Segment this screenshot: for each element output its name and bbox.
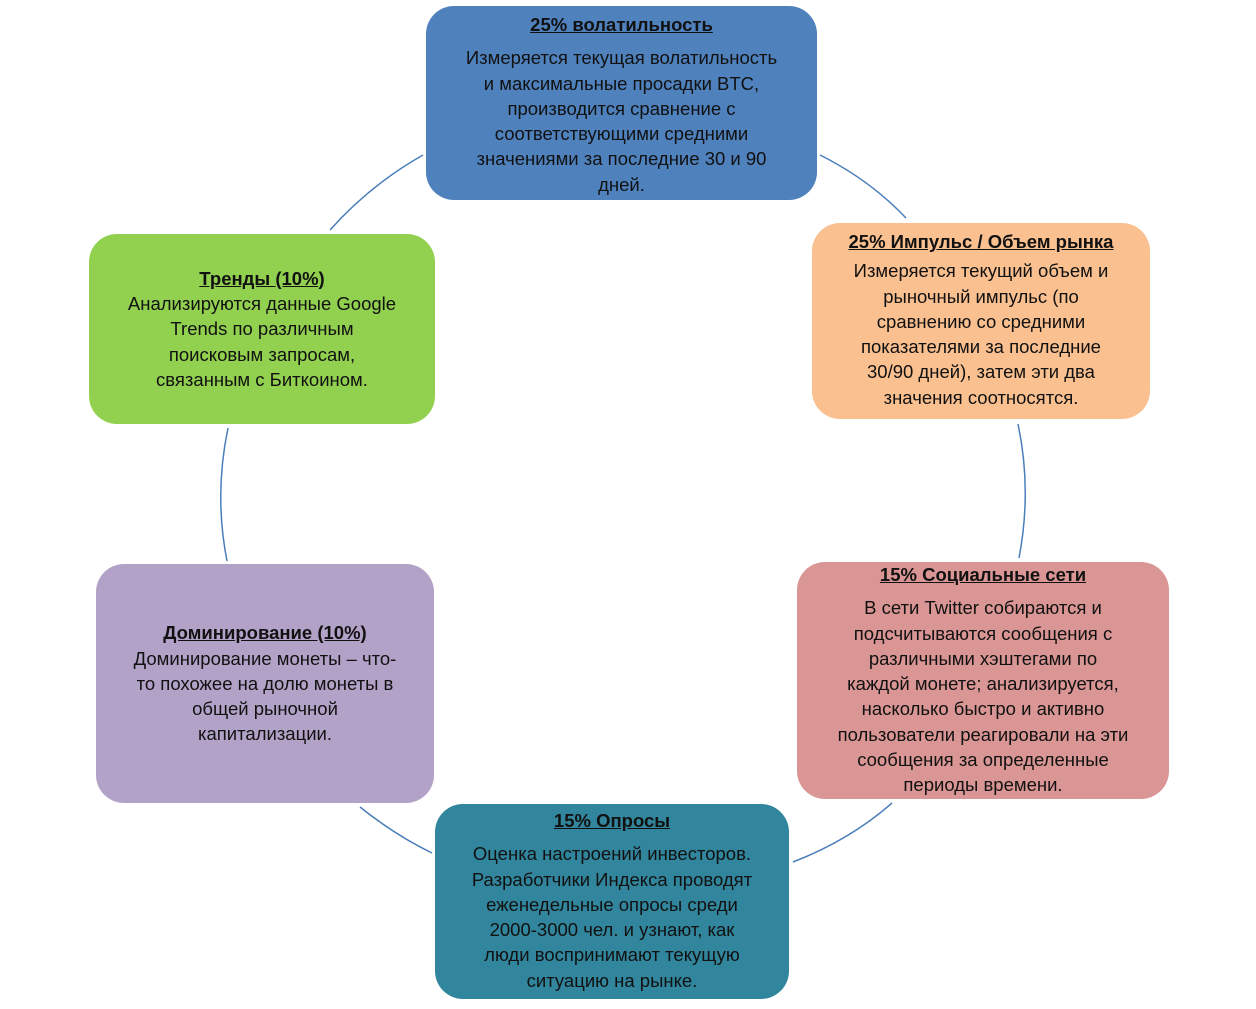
connector-top-right (819, 154, 907, 219)
node-text: Оценка настроений инвесторов. Разработчи… (471, 843, 753, 991)
node-text: В сети Twitter собираются и подсчитывают… (837, 597, 1129, 796)
connector-top-left (329, 154, 424, 231)
node-volatility: 25% волатильность Измеряется текущая вол… (426, 6, 817, 200)
connector-bottom-right (792, 802, 893, 863)
node-title: 25% волатильность (530, 14, 713, 35)
node-social-media: 15% Социальные сети В сети Twitter собир… (797, 562, 1169, 799)
node-title: 15% Опросы (553, 810, 671, 831)
connector-bottom-left (359, 806, 433, 854)
node-title: 25% Импульс / Объем рынка (848, 231, 1114, 252)
node-momentum-volume: 25% Импульс / Объем рынка Измеряется тек… (812, 223, 1150, 419)
node-dominance: Доминирование (10%) Доминирование монеты… (96, 564, 434, 803)
node-trends: Тренды (10%) Анализируются данные Google… (89, 234, 435, 424)
node-title: Тренды (10%) (199, 267, 325, 289)
node-surveys: 15% Опросы Оценка настроений инвесторов.… (435, 804, 789, 999)
node-text: Измеряется текущая волатильность и макси… (465, 47, 778, 195)
node-title: Доминирование (10%) (163, 622, 367, 644)
node-text: Измеряется текущий объем и рыночный импу… (853, 260, 1109, 408)
node-text: Доминирование монеты – что- то похожее н… (133, 647, 397, 745)
connector-left (220, 427, 229, 562)
connector-right (1017, 423, 1026, 559)
node-title: 15% Социальные сети (879, 564, 1087, 585)
node-text: Анализируются данные Google Trends по ра… (127, 293, 397, 390)
